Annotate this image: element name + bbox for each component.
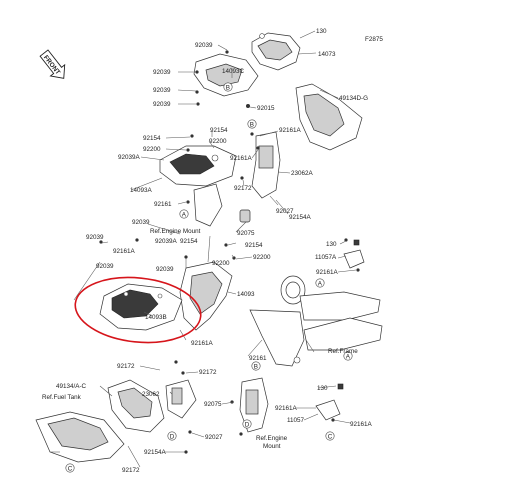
part-label: 130 [316, 28, 327, 35]
part-14093b [99, 283, 183, 331]
part-label: 92039 [153, 101, 171, 108]
fasteners [99, 50, 360, 454]
part-14073 [251, 32, 301, 71]
part-14093c [193, 53, 259, 97]
part-label: 92027 [205, 434, 223, 441]
part-label: 92161 [249, 355, 267, 362]
part-label: 92039 [86, 234, 104, 241]
part-label: 92172 [199, 369, 217, 376]
part-label: 92039 [195, 42, 213, 49]
part-label: 92172 [234, 185, 252, 192]
part-label: 49134/A-C [56, 383, 87, 390]
part-label: 49134D-G [339, 95, 368, 102]
part-label: 14073 [318, 51, 336, 58]
part-label: 92015 [257, 105, 275, 112]
part-label: 14093C [222, 68, 245, 75]
part-label: Ref.Engine [256, 435, 288, 442]
callout: B [250, 121, 254, 128]
frame-reference [249, 275, 383, 367]
figure-code: F2875 [365, 36, 383, 43]
part-label: 92154A [289, 214, 312, 221]
part-labels: 130 14073 92039 92039 14093C 92039 49134… [42, 28, 373, 474]
part-11057a [343, 239, 365, 269]
part-label: 92161A [350, 421, 373, 428]
part-label: 92039 [96, 263, 114, 270]
callout: C [328, 433, 333, 440]
part-label: 92027 [276, 208, 294, 215]
part-label: 92172 [117, 363, 135, 370]
leader-lines [50, 30, 357, 468]
part-label: 92039 [132, 219, 150, 226]
part-label: 92039A [118, 154, 141, 161]
part-mount-bracket [239, 377, 269, 433]
part-label: 92161A [279, 127, 302, 134]
part-label: 92200 [212, 260, 230, 267]
callout: B [226, 84, 230, 91]
callout: D [170, 433, 175, 440]
part-label: 130 [326, 241, 337, 248]
part-label: 11057A [315, 254, 337, 261]
part-label: 14093 [237, 291, 255, 298]
part-label: 92172 [122, 467, 140, 474]
part-label: 92161A [316, 269, 339, 276]
part-label: 23062A [291, 170, 314, 177]
part-23062a [251, 131, 281, 199]
part-label: 130 [317, 385, 328, 392]
callouts: B B A A B A D C D C [65, 82, 353, 473]
part-label: Ref.Engine Mount [150, 228, 201, 235]
highlight-ellipse [74, 276, 202, 344]
part-label: 11057 [287, 417, 305, 424]
callout: D [245, 421, 250, 428]
part-49134-a-c [35, 411, 125, 463]
part-label: 92039 [153, 87, 171, 94]
part-label: 92161 [154, 201, 172, 208]
front-arrow-icon: FRONT [39, 49, 66, 79]
part-label: 92039 [153, 69, 171, 76]
callout: A [182, 211, 187, 218]
part-label: 92154A [144, 449, 167, 456]
callout: A [318, 280, 323, 287]
part-label: 92200 [253, 254, 271, 261]
part-label: 92154 [143, 135, 161, 142]
part-label: 23062 [142, 391, 160, 398]
part-label: Ref.Frame [328, 348, 358, 355]
part-stay-left [107, 379, 165, 433]
part-label: Mount [263, 443, 281, 450]
part-label: 92154 [245, 242, 263, 249]
part-label: Ref.Fuel Tank [42, 394, 82, 401]
part-label: 92161A [230, 155, 253, 162]
part-label: 92075 [237, 230, 255, 237]
part-label: 14093A [130, 187, 153, 194]
part-label: 92154 [210, 127, 228, 134]
part-23062 [165, 379, 197, 419]
callout: A [346, 353, 351, 360]
part-label: 92039 [156, 266, 174, 273]
part-label: 92075 [204, 401, 222, 408]
part-14093a [159, 145, 237, 187]
part-label: 92161A [275, 405, 298, 412]
part-label: 92154 [180, 238, 198, 245]
part-bracket-center [193, 183, 251, 227]
part-label: 92161A [113, 248, 136, 255]
callout: B [254, 363, 258, 370]
part-11057 [315, 383, 344, 421]
part-label: 92039A [155, 238, 178, 245]
part-label: 92200 [143, 146, 161, 153]
part-label: 92200 [209, 138, 227, 145]
part-label: 14093B [145, 314, 167, 321]
callout: C [68, 465, 73, 472]
part-label: 92161A [191, 340, 214, 347]
part-49134d-g [295, 83, 363, 151]
part-14093 [179, 261, 233, 331]
